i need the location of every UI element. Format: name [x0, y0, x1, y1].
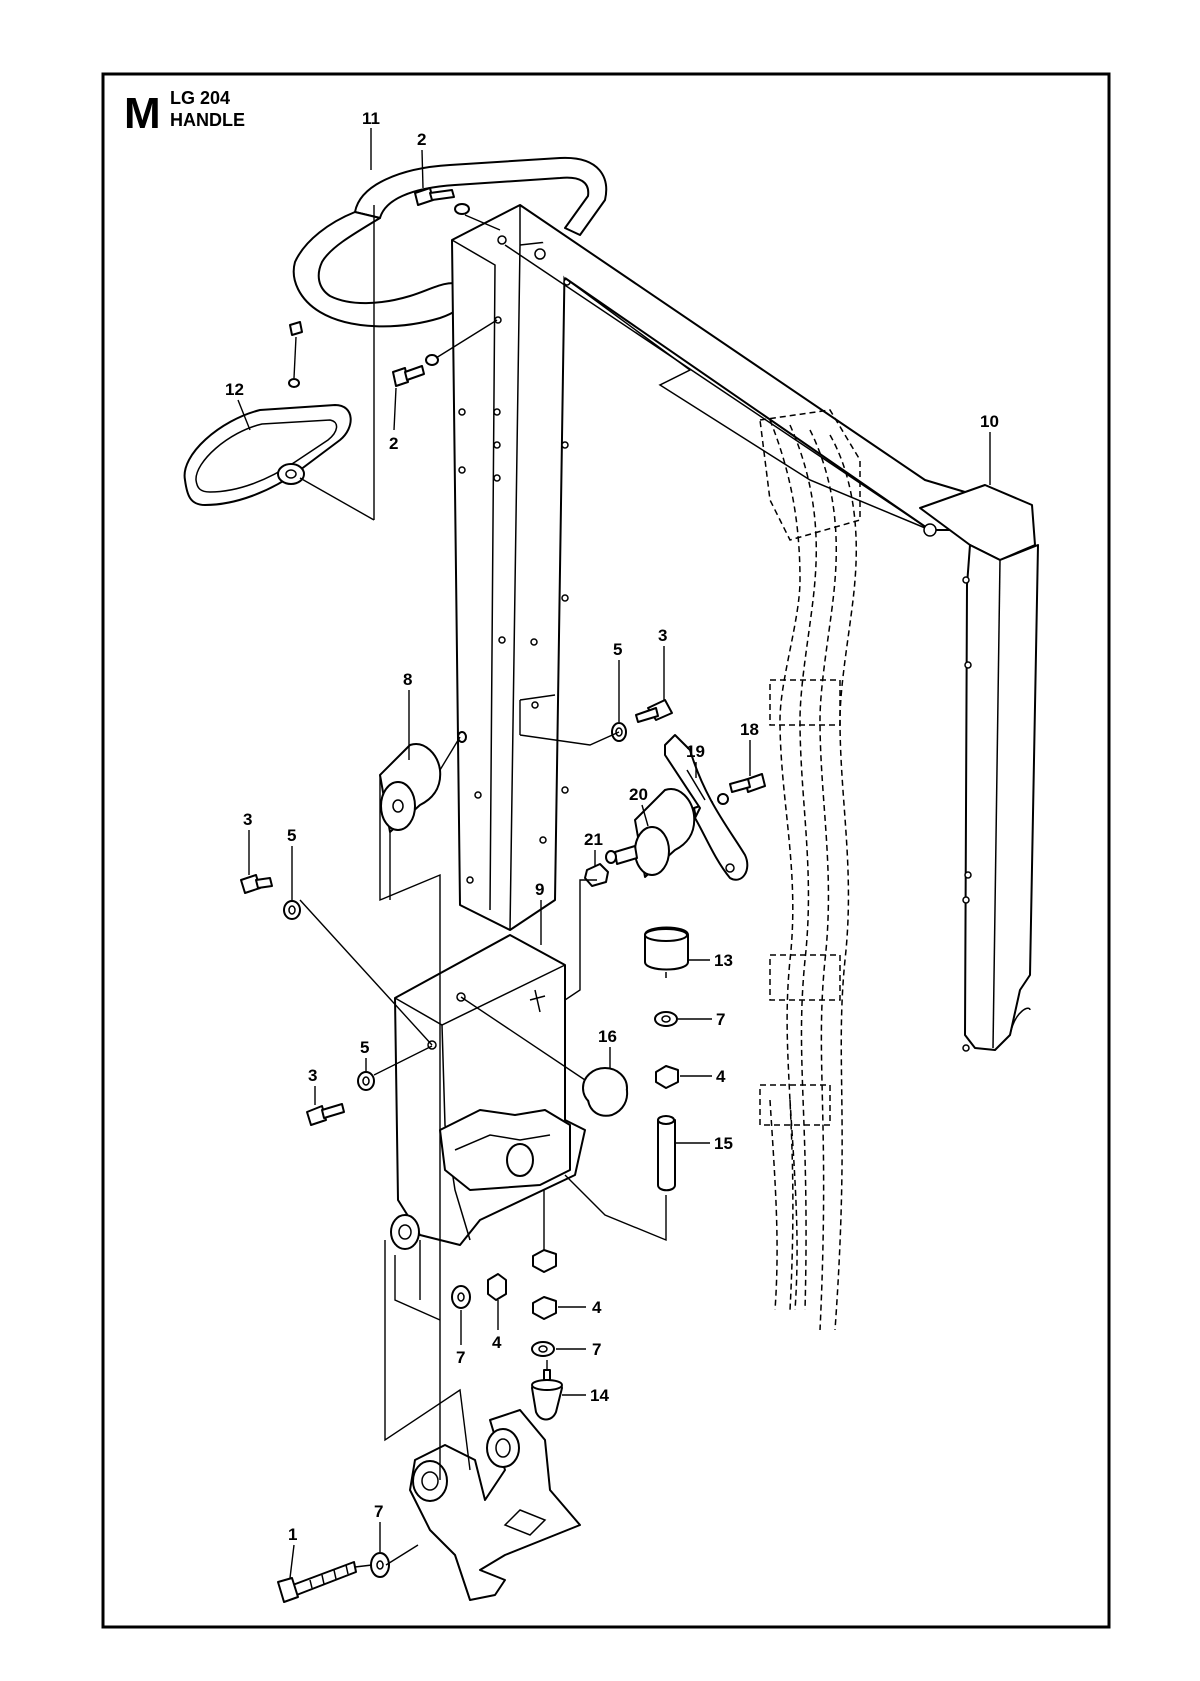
- section-letter: M: [124, 89, 161, 138]
- nut-part-4-left: [487, 1273, 507, 1301]
- callout-18: 18: [740, 720, 759, 739]
- screw-part-2-lower: [288, 321, 439, 388]
- screw-part-3-right: [611, 699, 673, 742]
- rubber-mount-part-8: [379, 731, 467, 833]
- nut-part-4-center: [532, 1296, 557, 1320]
- callout-2-upper: 2: [417, 130, 426, 149]
- callout-4-left: 4: [492, 1333, 502, 1352]
- callout-3-left-upper: 3: [243, 810, 252, 829]
- callout-4-right: 4: [716, 1067, 726, 1086]
- nut-part-21: [584, 850, 617, 887]
- handle-clip-part-12: [183, 404, 352, 506]
- lower-bracket-part-9: [390, 934, 586, 1250]
- callout-5-left-upper: 5: [287, 826, 296, 845]
- callout-10: 10: [980, 412, 999, 431]
- screw-part-3-left-upper: [240, 874, 301, 920]
- control-cables: [759, 409, 861, 1331]
- rubber-pad-part-16: [582, 1067, 629, 1117]
- model-name: LG 204: [170, 88, 230, 108]
- rubber-stop-part-14: [531, 1369, 563, 1421]
- lever-part-19: [664, 734, 749, 881]
- callout-15: 15: [714, 1134, 733, 1153]
- diagram-frame: [101, 72, 1111, 1629]
- washer-part-7-lower-right: [531, 1341, 555, 1357]
- callout-12: 12: [225, 380, 244, 399]
- callout-4-center: 4: [592, 1298, 602, 1317]
- callout-13: 13: [714, 951, 733, 970]
- washer-part-7-upper-right: [654, 1011, 678, 1027]
- callout-21: 21: [584, 830, 603, 849]
- callout-1: 1: [288, 1525, 297, 1544]
- callout-7-right-upper: 7: [716, 1010, 725, 1029]
- crossbar: [504, 204, 976, 531]
- callout-8: 8: [403, 670, 412, 689]
- screw-part-3-left-lower: [306, 1071, 375, 1126]
- callout-5-left-lower: 5: [360, 1038, 369, 1057]
- callout-19: 19: [686, 742, 705, 761]
- castle-nut: [532, 1249, 557, 1273]
- bolt-part-1: [277, 1561, 357, 1603]
- washer-part-7-bolt: [370, 1552, 390, 1578]
- callout-7-left: 7: [456, 1348, 465, 1367]
- callout-3-left-lower: 3: [308, 1066, 317, 1085]
- callout-5-right: 5: [613, 640, 622, 659]
- washer-part-7-lower-left: [451, 1285, 471, 1309]
- bumper-part-13: [644, 926, 689, 978]
- callout-11: 11: [362, 109, 380, 128]
- assembly-name: HANDLE: [170, 110, 245, 130]
- callout-3-right: 3: [658, 626, 667, 645]
- callout-2-lower: 2: [389, 434, 398, 453]
- callout-16: 16: [598, 1027, 617, 1046]
- assembly-lines: [293, 205, 667, 1568]
- spacer-part-15: [657, 1115, 676, 1192]
- callout-20: 20: [629, 785, 648, 804]
- upright-column: [451, 204, 571, 931]
- callout-labels: 11 2 2 12 10 8 5 3 3 5 9 21 20 19 18 13 …: [225, 109, 999, 1544]
- callout-9: 9: [535, 880, 544, 899]
- hinge-base: [409, 1409, 581, 1601]
- callout-7-bolt: 7: [374, 1502, 383, 1521]
- side-bracket-part-10: [919, 484, 1039, 1052]
- nut-part-4-right: [655, 1065, 679, 1089]
- callout-14: 14: [590, 1386, 609, 1405]
- screw-part-18: [717, 773, 766, 805]
- rubber-mount-part-20: [614, 788, 715, 878]
- callout-7-center: 7: [592, 1340, 601, 1359]
- callout-leaders: [237, 128, 991, 1579]
- screw-part-2-upper: [414, 187, 470, 215]
